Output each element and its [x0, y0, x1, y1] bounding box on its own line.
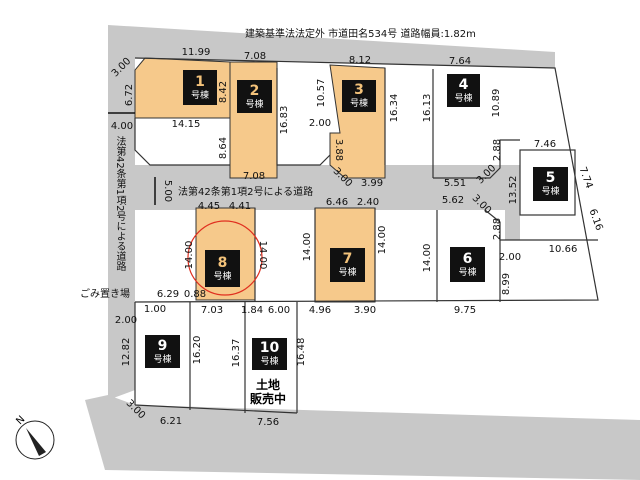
dimension: 7.56 — [256, 417, 280, 428]
dimension: 3.99 — [360, 178, 384, 189]
garbage-area-label: ごみ置き場 — [80, 289, 130, 300]
dimension: 5.00 — [162, 179, 173, 203]
dimension: 8.99 — [501, 272, 512, 296]
dimension: 4.45 — [197, 201, 221, 212]
dimension: 7.08 — [243, 51, 267, 62]
land-for-sale-label: 土地販売中 — [249, 378, 286, 407]
road-middle — [135, 165, 520, 240]
dimension: 5.51 — [443, 178, 467, 189]
dimension: 4.41 — [228, 201, 252, 212]
dimension: 8.64 — [218, 136, 229, 160]
dimension: 10.89 — [491, 88, 502, 118]
dimension: 14.00 — [257, 240, 268, 270]
dimension: 10.66 — [548, 244, 578, 255]
dimension: 3.88 — [333, 138, 344, 162]
dimension: 1.00 — [143, 304, 167, 315]
dimension: 10.57 — [316, 78, 327, 108]
dimension: 4.96 — [308, 305, 332, 316]
dimension: 11.99 — [181, 47, 211, 58]
roads — [85, 25, 640, 480]
dimension: 9.75 — [453, 305, 477, 316]
dimension: 3.90 — [353, 305, 377, 316]
dimension: 2.00 — [498, 252, 522, 263]
dimension: 8.42 — [218, 80, 229, 104]
dimension: 7.03 — [200, 305, 224, 316]
dimension: 14.00 — [302, 232, 313, 262]
dimension: 16.37 — [231, 338, 242, 368]
middle-road-label: 法第42条第1項2号による道路 — [178, 187, 314, 198]
dimension: 2.00 — [114, 315, 138, 326]
dimension: 6.46 — [325, 197, 349, 208]
left-road-label: 法第42条第1項2号による道路 — [114, 136, 125, 272]
dimension: 6.21 — [159, 416, 183, 427]
road-top-left — [108, 25, 555, 400]
dimension: 16.34 — [389, 93, 400, 123]
width-arrows — [108, 112, 156, 205]
dimension: 2.88 — [492, 217, 503, 241]
dimension: 13.52 — [508, 175, 519, 205]
dimension: 2.88 — [492, 138, 503, 162]
dimension: 4.00 — [110, 121, 134, 132]
top-road-label: 建築基準法法定外 市道田名534号 道路幅員:1.82m — [245, 29, 476, 40]
dimension: 6.72 — [124, 83, 135, 107]
compass-icon: N — [14, 414, 55, 460]
dimension: 16.48 — [296, 337, 307, 367]
dimension: 2.00 — [308, 118, 332, 129]
dimension: 5.62 — [441, 195, 465, 206]
dimension: 7.08 — [242, 171, 266, 182]
dimension: 14.00 — [377, 225, 388, 255]
dimension: 0.88 — [183, 289, 207, 300]
dimension: 16.83 — [279, 105, 290, 135]
dimension: 14.00 — [422, 243, 433, 273]
dimension: 12.82 — [121, 337, 132, 367]
dimension: 6.00 — [267, 305, 291, 316]
dimension: 7.46 — [533, 139, 557, 150]
dimension: 2.40 — [356, 197, 380, 208]
lot-lines — [134, 57, 599, 414]
dimension: 14.15 — [171, 119, 201, 130]
dimension: 14.00 — [184, 240, 195, 270]
highlight-circle — [187, 220, 263, 296]
dimension: 16.13 — [422, 93, 433, 123]
dimension: 6.29 — [156, 289, 180, 300]
dimension: 8.12 — [348, 55, 372, 66]
road-bottom — [85, 395, 640, 480]
dimension: 16.20 — [192, 335, 203, 365]
dimension: 7.64 — [448, 56, 472, 67]
dimension: 1.84 — [240, 305, 264, 316]
